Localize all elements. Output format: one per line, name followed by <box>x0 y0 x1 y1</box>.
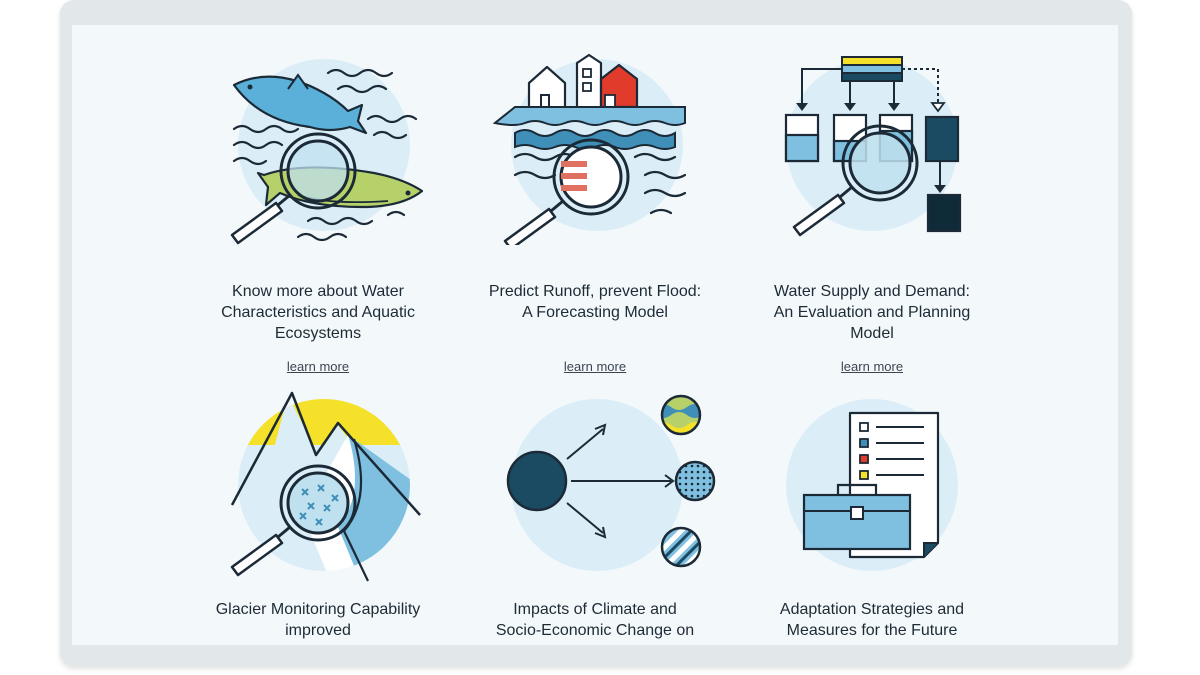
card-title: Predict Runoff, prevent Flood: A Forecas… <box>488 283 702 321</box>
learn-more-link[interactable]: learn more <box>563 359 627 374</box>
flood-houses-icon <box>455 45 735 245</box>
climate-impact-spheres-icon <box>455 385 735 585</box>
toolbox-checklist-icon <box>732 385 1012 585</box>
content-panel: Know more about Water Characteristics an… <box>72 25 1118 645</box>
card-title: Water Supply and Demand: An Evaluation a… <box>773 283 971 342</box>
fish-magnifier-icon <box>178 45 458 245</box>
card-title: Adaptation Strategies and Measures for t… <box>779 601 965 639</box>
learn-more-link[interactable]: learn more <box>840 359 904 374</box>
glacier-mountain-icon <box>178 385 458 585</box>
card-title: Impacts of Climate and Socio-Economic Ch… <box>495 601 695 639</box>
water-tanks-flow-icon <box>732 45 1012 245</box>
learn-more-link[interactable]: learn more <box>286 359 350 374</box>
card-title: Glacier Monitoring Capability improved <box>215 601 421 639</box>
card-title: Know more about Water Characteristics an… <box>221 283 415 342</box>
